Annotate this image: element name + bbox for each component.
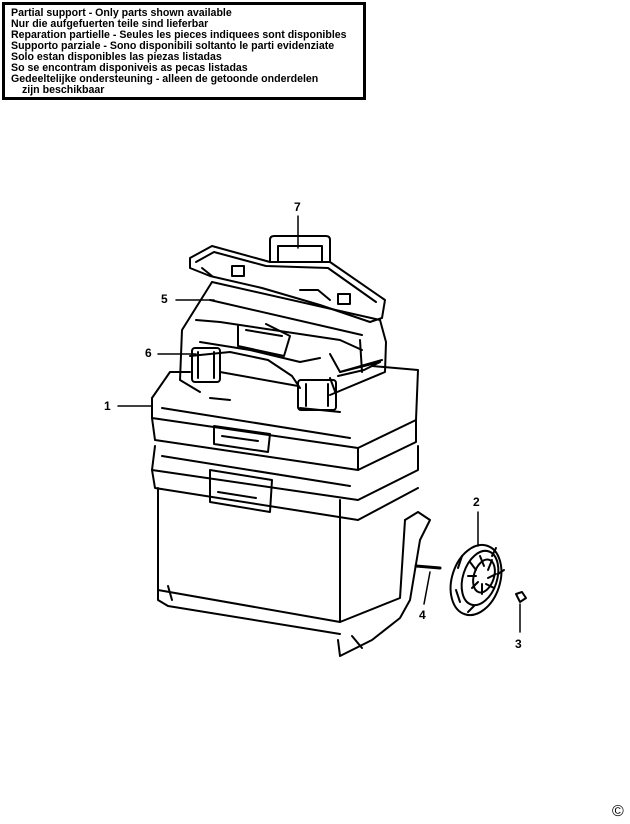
callout-6: 6 [145,346,152,360]
leader-line-4 [423,571,431,605]
parts-availability-notice: Partial support - Only parts shown avail… [2,2,366,100]
part-2-wheel [449,543,505,617]
notice-line: Solo estan disponibles las piezas listad… [11,51,222,63]
copyright-symbol: © [612,803,624,820]
callout-2: 2 [473,495,480,509]
callout-7: 7 [294,200,301,214]
part-4-axle [414,564,442,570]
notice-line: zijn beschikbaar [22,84,105,96]
cart-body [151,445,431,657]
callout-3: 3 [515,637,522,651]
notice-line: Gedeeltelijke ondersteuning - alleen de … [11,73,319,85]
callout-4: 4 [419,608,426,622]
notice-line: So se encontram disponiveis as pecas lis… [11,62,248,74]
notice-line: Partial support - Only parts shown avail… [11,7,232,19]
notice-line: Nur die aufgefuerten teile sind lieferba… [11,18,209,30]
callout-1: 1 [104,399,111,413]
callout-5: 5 [161,292,168,306]
notice-line: Reparation partielle - Seules les pieces… [11,29,347,41]
notice-line: Supporto parziale - Sono disponibili sol… [11,40,335,52]
part-1-drawer-unit [151,365,419,471]
part-7-lid-handle [189,235,386,323]
part-3-fastener [515,591,527,603]
leader-lines [117,215,521,633]
part-5-tool-tray [179,281,387,396]
